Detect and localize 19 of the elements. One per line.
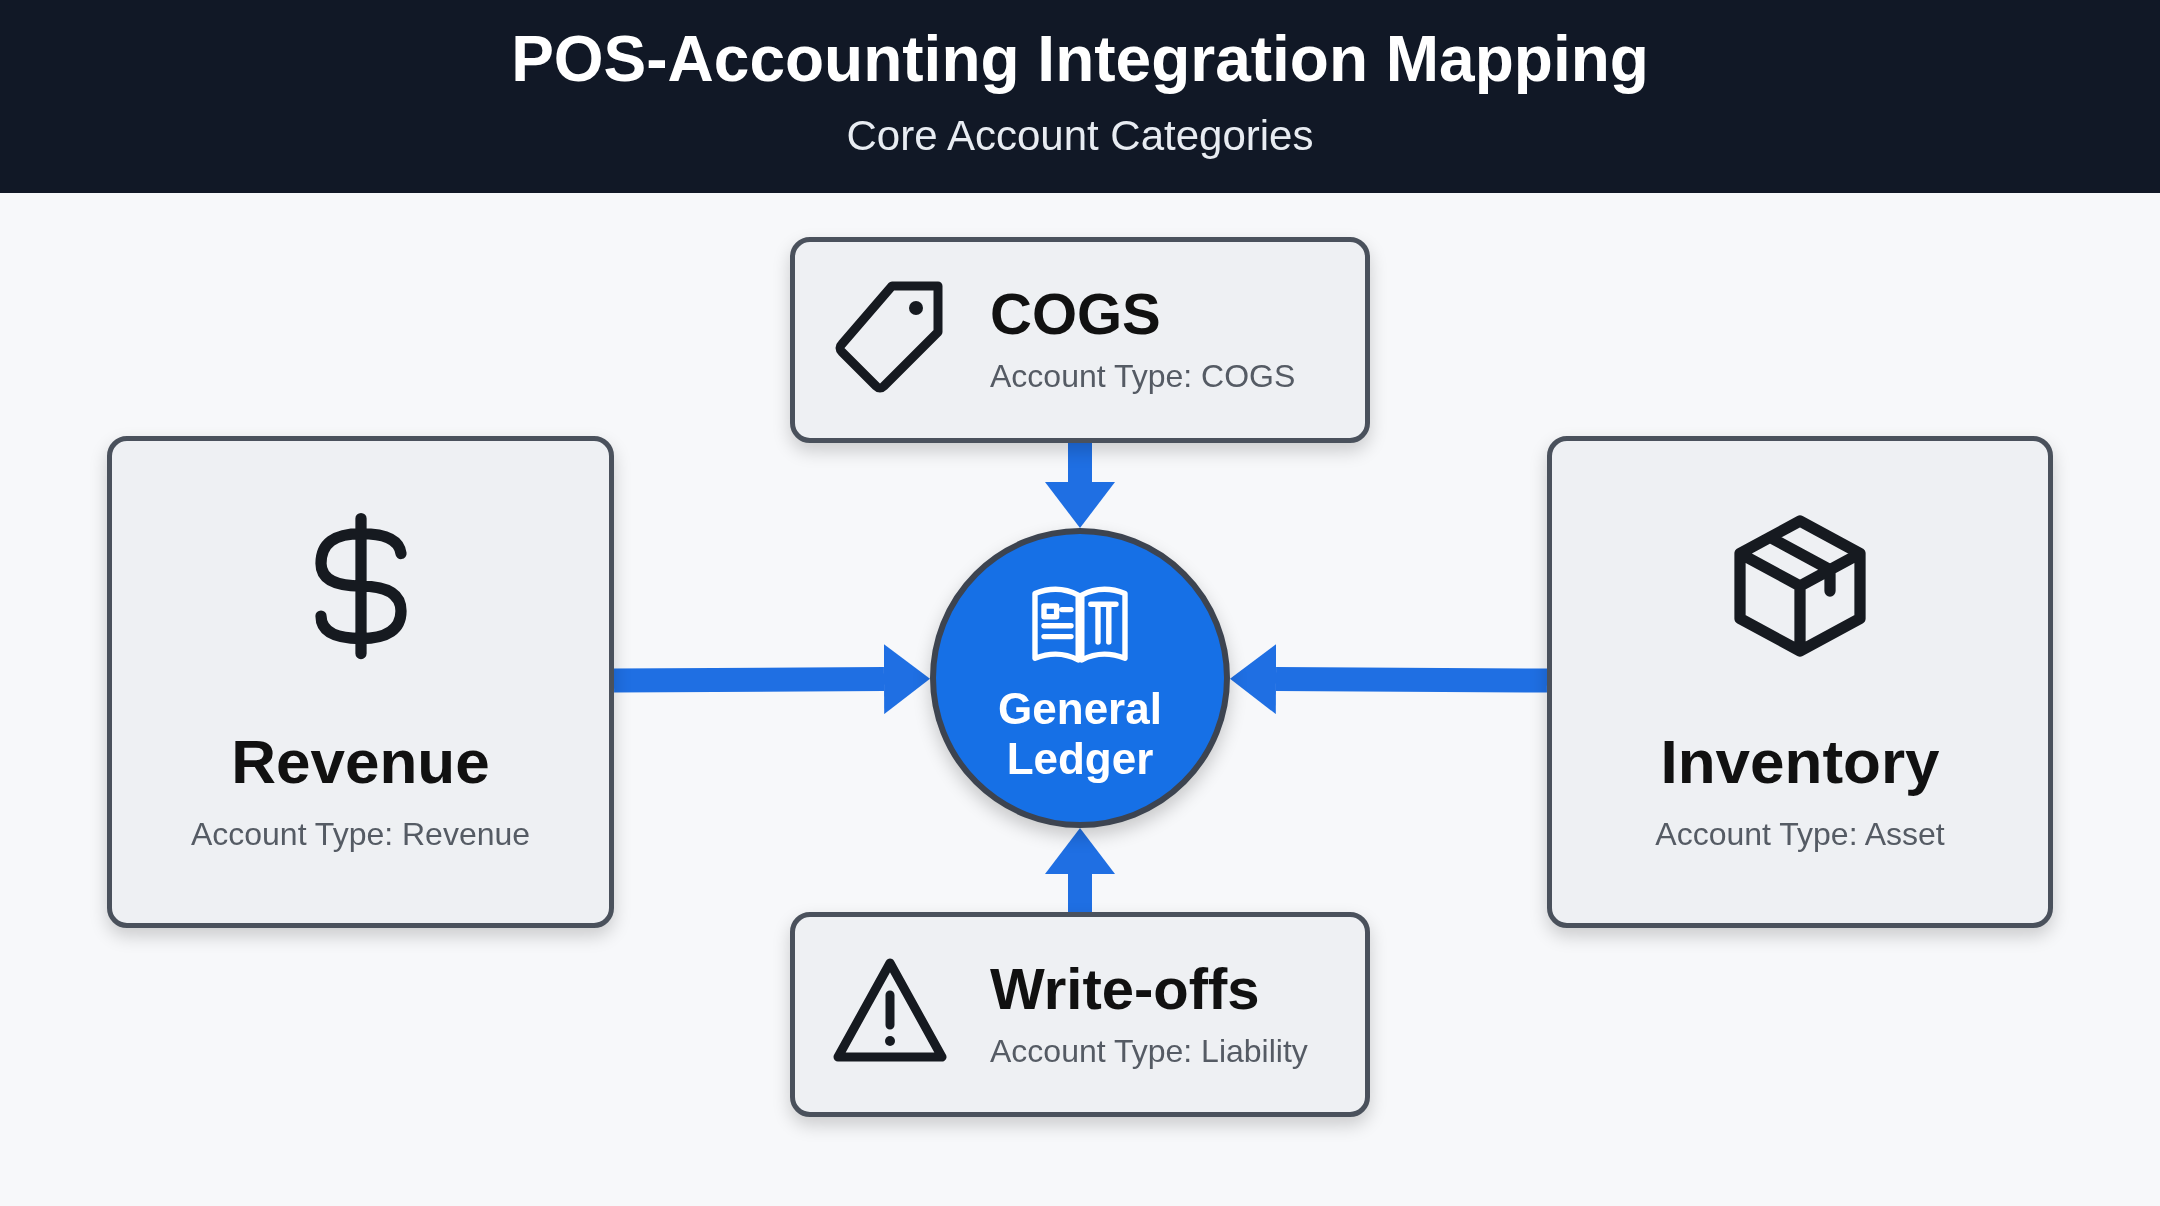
card-heading: Revenue [230,726,491,797]
account-type-text: Account Type: Liability [990,1033,1308,1070]
node-label: General Ledger [997,684,1163,784]
card-heading: Write-offs [990,955,1260,1022]
account-card [107,436,614,928]
account-type-text: Account Type: Revenue [189,816,532,853]
arrow [1045,443,1115,528]
card-heading: COGS [990,280,1161,347]
account-type-text: Account Type: COGS [990,358,1296,395]
arrow [1230,644,1548,715]
arrow [613,644,930,715]
card-heading: Inventory [1659,726,1941,797]
account-type-text: Account Type: Asset [1654,816,1946,853]
account-card [790,912,1370,1117]
diagram-title: POS-Accounting Integration Mapping [510,22,1650,96]
arrow [1045,828,1115,912]
account-card [1547,436,2053,928]
diagram-subtitle: Core Account Categories [845,112,1315,160]
account-card [790,237,1370,443]
